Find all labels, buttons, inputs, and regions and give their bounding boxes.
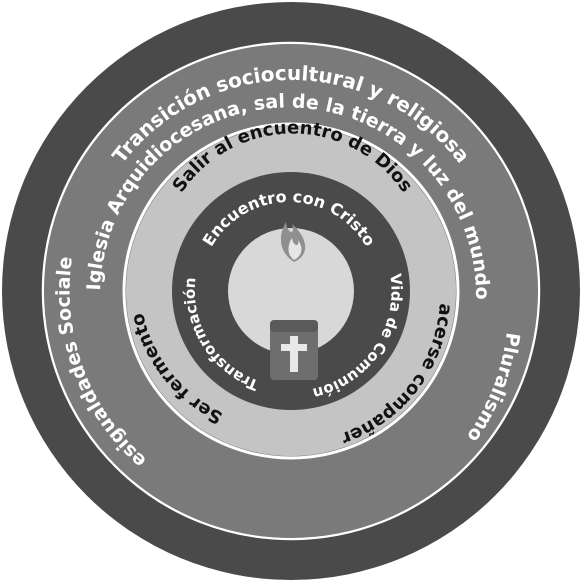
- second-separator: [122, 122, 460, 460]
- candle-body-top: [270, 320, 318, 332]
- cross-vertical: [290, 336, 298, 372]
- candle-with-cross-icon: [270, 222, 318, 380]
- candle-flame-core: [288, 238, 302, 260]
- outer-separator: [41, 41, 541, 541]
- center-disc: [228, 228, 354, 354]
- cross-horizontal: [281, 344, 307, 351]
